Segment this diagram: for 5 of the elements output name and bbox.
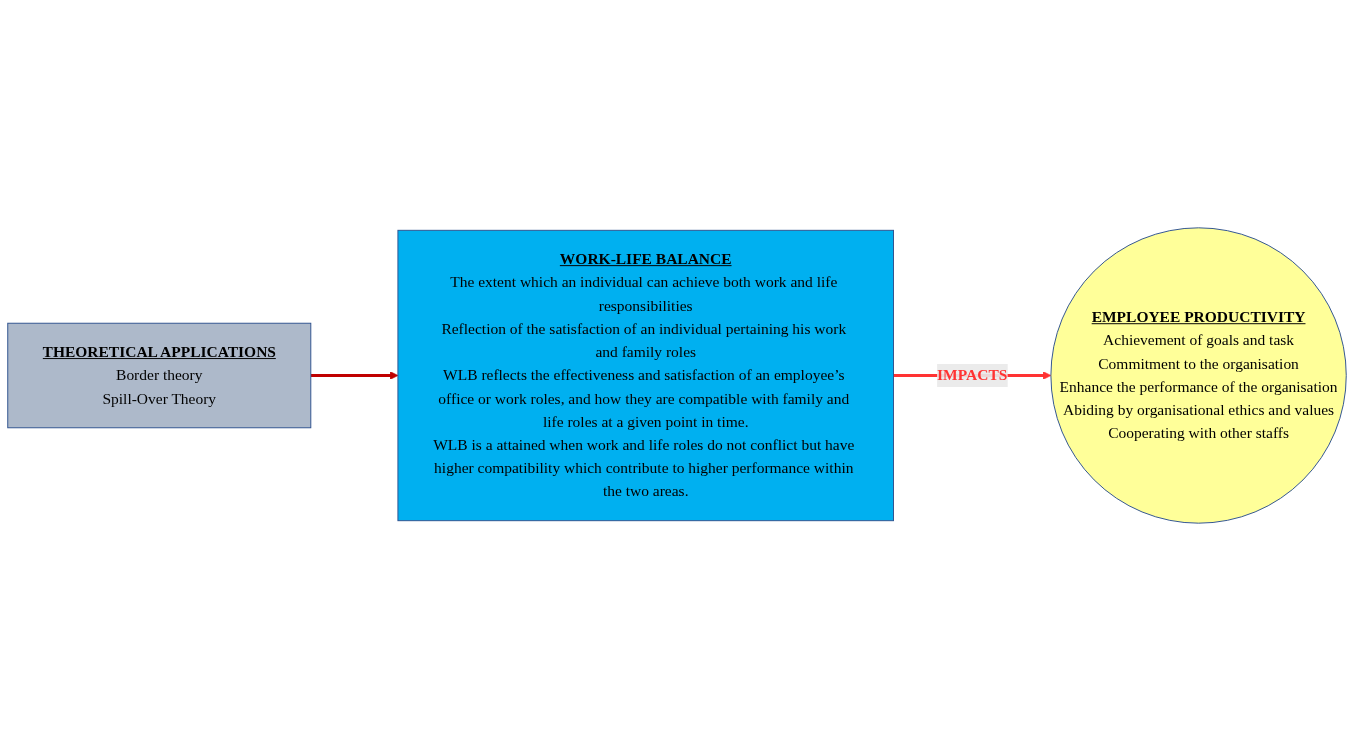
edge-label: IMPACTS [937,366,1008,384]
node-circle: EMPLOYEE PRODUCTIVITY Achievement of goals and task Commitment to the organisation Enhance the performance of the organisation Abiding by organisational ethics and values Cooperating with other staffs [1050,227,1347,524]
arrow [310,371,399,380]
node-box: WORK-LIFE BALANCE The extent which an individual can achieve both work and life responsibilities Reflection of the satisfaction of an individual pertaining his work and family roles WLB reflects the effectiveness and satisfaction of an employee’s office or work roles, and how they are compatible with family and life roles at a given point in time. WLB is a attained when work and life roles do not conflict but have higher compatibility which contribute to higher performance within the two areas. [397,229,894,522]
node-box: THEORETICAL APPLICATIONS Border theory Spill-Over Theory [7,322,312,429]
